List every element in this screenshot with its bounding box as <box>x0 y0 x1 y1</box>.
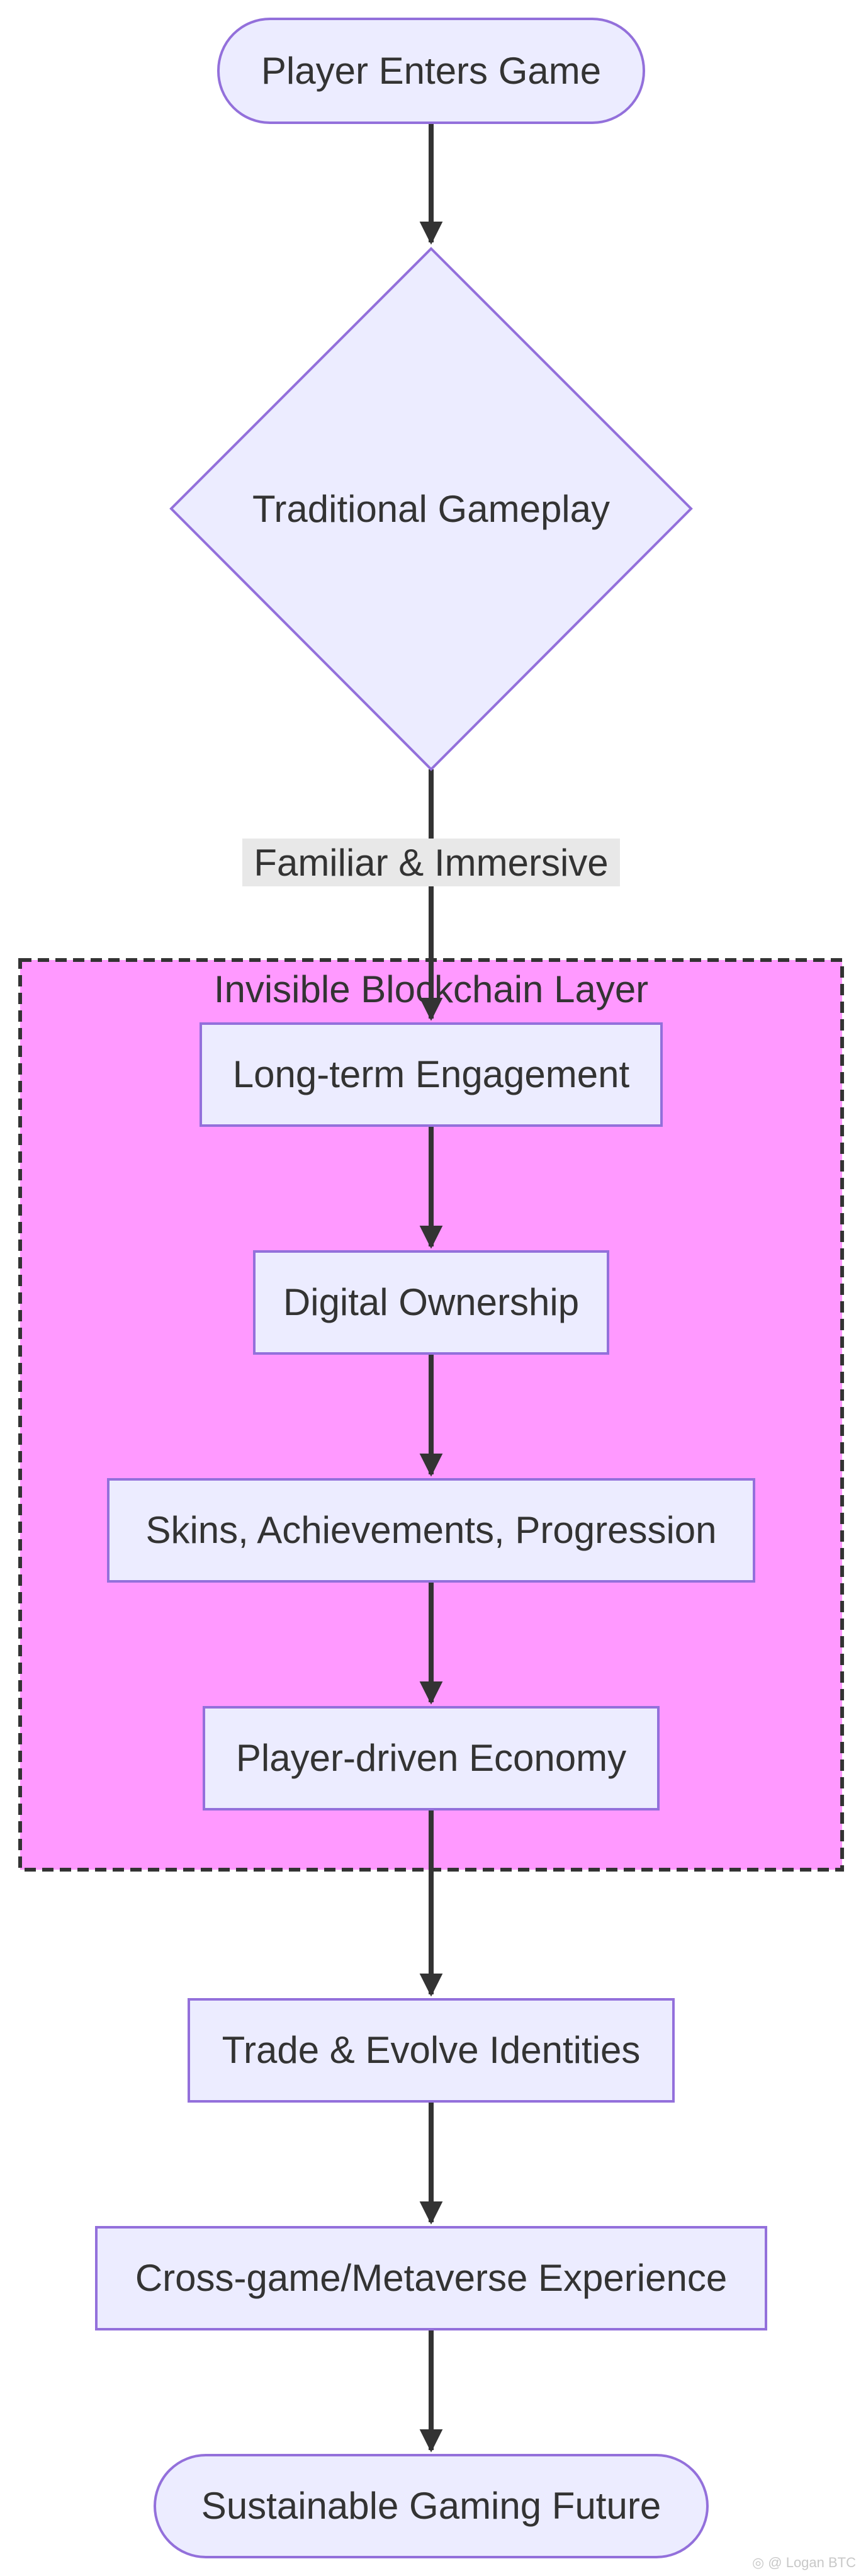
node-label: Player-driven Economy <box>236 1737 626 1779</box>
node-label: Traditional Gameplay <box>252 488 610 530</box>
terminal-shape <box>217 18 645 124</box>
node-label: Sustainable Gaming Future <box>201 2485 661 2527</box>
process-shape <box>200 1022 663 1127</box>
node-trade-evolve-identities: Trade & Evolve Identities <box>188 1998 675 2103</box>
node-player-enters-game: Player Enters Game <box>217 18 645 124</box>
node-long-term-engagement: Long-term Engagement <box>200 1022 663 1127</box>
node-digital-ownership: Digital Ownership <box>253 1250 609 1355</box>
edge-label-familiar-immersive: Familiar & Immersive <box>242 839 620 886</box>
node-label: Skins, Achievements, Progression <box>145 1509 716 1551</box>
process-shape <box>188 1998 675 2103</box>
process-shape <box>253 1250 609 1355</box>
watermark-text: ◎ @ Logan BTC <box>751 2555 856 2570</box>
process-shape <box>203 1706 660 1811</box>
node-label: Digital Ownership <box>283 1281 579 1323</box>
node-label: Cross-game/Metaverse Experience <box>135 2257 727 2299</box>
node-label: Player Enters Game <box>261 50 601 92</box>
node-sustainable-gaming-future: Sustainable Gaming Future <box>154 2454 709 2558</box>
node-cross-game-metaverse-experience: Cross-game/Metaverse Experience <box>95 2226 767 2330</box>
edge-label-text: Familiar & Immersive <box>254 842 608 884</box>
node-traditional-gameplay: Traditional Gameplay <box>169 247 693 771</box>
node-skins-achievements-progression: Skins, Achievements, Progression <box>107 1478 755 1583</box>
decision-shape <box>169 247 693 771</box>
edge-label-background <box>242 839 620 886</box>
process-shape <box>107 1478 755 1583</box>
node-player-driven-economy: Player-driven Economy <box>203 1706 660 1811</box>
node-label: Long-term Engagement <box>233 1053 630 1095</box>
terminal-shape <box>154 2454 709 2558</box>
process-shape <box>95 2226 767 2330</box>
node-label: Trade & Evolve Identities <box>222 2029 641 2071</box>
